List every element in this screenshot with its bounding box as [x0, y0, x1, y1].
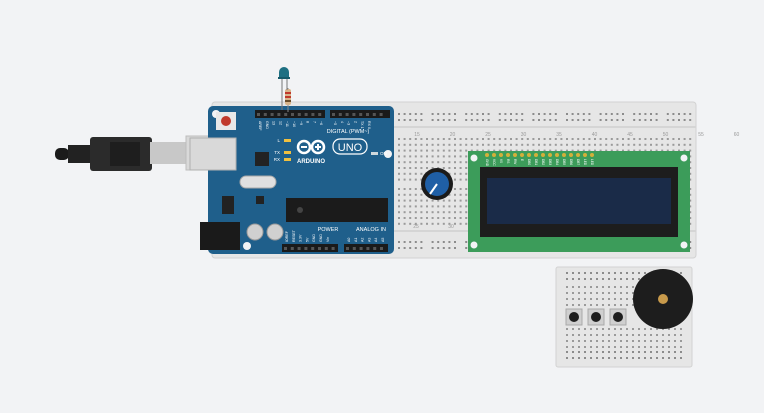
power-pin-label: GND	[312, 234, 316, 242]
usb-port	[189, 137, 237, 171]
analog-pin-label: A5	[381, 238, 385, 242]
led-l-indicator	[284, 139, 291, 142]
arduino-uno-board[interactable]: UNO ARDUINO DIGITAL (PWM~) POWER ANALOG …	[189, 106, 394, 254]
lcd-pin-label: E	[520, 159, 524, 161]
led-tx-label: TX	[274, 150, 280, 155]
digital-pin-label: 7	[312, 121, 316, 123]
column-number: 50	[663, 132, 669, 138]
digital-pin-label: AREF	[258, 121, 262, 131]
analog-header[interactable]	[344, 244, 388, 252]
lcd-pin-label: DB4	[555, 159, 559, 165]
led-rx-indicator	[284, 158, 291, 161]
lcd-pin-label: DB5	[562, 159, 566, 165]
power-label: POWER	[318, 227, 339, 233]
uno-badge	[332, 138, 368, 155]
digital-pin-label: 8	[306, 121, 310, 123]
led-l-label: L	[277, 138, 280, 143]
lcd-screen	[487, 178, 671, 224]
lcd-pin-label: DB3	[548, 159, 552, 165]
digital-pin-label: ~5	[333, 121, 337, 125]
header-pin-holes[interactable]	[257, 113, 383, 250]
power-pin-label: GND	[319, 234, 323, 242]
lcd-pin-label: GND	[485, 159, 489, 167]
column-number: 15	[414, 132, 420, 138]
analog-pin-label: A0	[347, 238, 351, 242]
push-button-3[interactable]	[609, 308, 627, 326]
column-number: 60	[734, 132, 740, 138]
lcd-pin-label: RS	[506, 159, 510, 163]
column-number-bottom: 25	[413, 224, 419, 230]
digital-label: DIGITAL (PWM~)	[327, 129, 370, 135]
digital-pin-label: GND	[265, 121, 269, 129]
analog-pin-label: A2	[361, 238, 365, 242]
lcd-pin-label: LED	[583, 159, 587, 166]
push-button-1[interactable]	[565, 308, 583, 326]
digital-pin-label: 2	[353, 121, 357, 123]
power-header[interactable]	[282, 244, 338, 252]
led-tx-indicator	[284, 151, 291, 154]
board-brand: ARDUINO	[297, 159, 325, 165]
digital-pin-label: 12	[278, 121, 282, 125]
digital-pin-label: ~10	[292, 121, 296, 127]
digital-pin-label: 4	[340, 121, 344, 123]
column-number: 20	[450, 132, 456, 138]
power-on-indicator	[371, 152, 378, 155]
analog-label: ANALOG IN	[356, 227, 386, 233]
digital-pin-label: ~11	[285, 121, 289, 127]
column-number-bottom: 30	[448, 224, 454, 230]
digital-pin-label: ~3	[347, 121, 351, 125]
lcd-pin-label: RW	[513, 159, 517, 164]
digital-pin-label: RX 0	[367, 121, 371, 129]
push-button-2[interactable]	[587, 308, 605, 326]
digital-header-left[interactable]	[255, 110, 325, 118]
power-pin-label: IOREF	[285, 230, 289, 242]
column-number: 25	[485, 132, 491, 138]
lcd-pin-label: DB2	[541, 159, 545, 165]
digital-pin-label: ~9	[299, 121, 303, 125]
analog-pin-label: A1	[354, 238, 358, 242]
power-pin-label: Vin	[326, 237, 330, 242]
column-number: 45	[627, 132, 633, 138]
digital-pin-label: 13	[272, 121, 276, 125]
column-number: 55	[698, 132, 704, 138]
lcd-pin-label: DB6	[569, 159, 573, 165]
arduino-logo	[296, 139, 326, 155]
lcd-pin-label: DB0	[527, 159, 531, 165]
lcd-pin-label: LED	[590, 159, 594, 166]
digital-pin-label: TX 1	[360, 121, 364, 129]
analog-pin-label: A4	[374, 238, 378, 242]
led-light[interactable]	[278, 67, 290, 110]
power-pin-label: RESET	[292, 229, 296, 242]
lcd-pin-label: VCC	[492, 159, 496, 166]
resistor[interactable]	[285, 88, 291, 112]
power-pin-label: 3.3V	[299, 234, 303, 242]
digital-pin-label: ~6	[319, 121, 323, 125]
power-pin-label: 5V	[305, 237, 309, 242]
lcd-pin-label: DB1	[534, 159, 538, 165]
lcd-pin-label: V0	[499, 159, 503, 163]
on-label: ON	[380, 151, 387, 156]
analog-pin-label: A3	[367, 238, 371, 242]
lcd-pin-label: DB7	[576, 159, 580, 165]
potentiometer[interactable]	[421, 168, 453, 200]
reset-button-cap[interactable]	[221, 116, 231, 126]
column-number: 30	[521, 132, 527, 138]
board-model: UNO	[338, 142, 363, 154]
power-jack	[200, 222, 240, 250]
column-number: 35	[556, 132, 562, 138]
piezo-buzzer[interactable]	[633, 269, 693, 329]
led-rx-label: RX	[274, 157, 280, 162]
column-number: 40	[592, 132, 598, 138]
